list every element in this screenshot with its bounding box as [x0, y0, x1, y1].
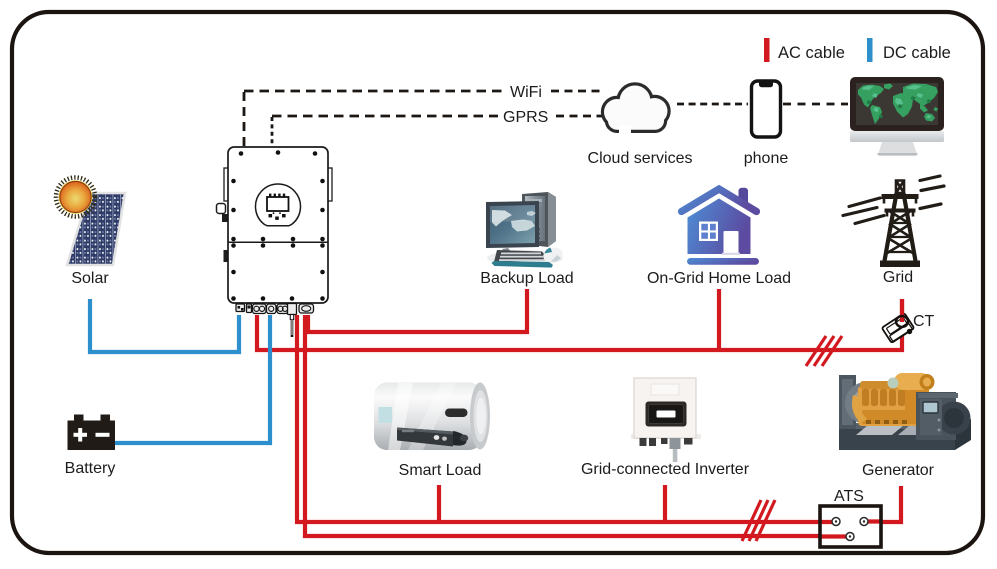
svg-text:phone: phone — [744, 150, 789, 167]
svg-text:WiFi: WiFi — [510, 84, 542, 101]
svg-text:Battery: Battery — [65, 460, 116, 477]
svg-text:Grid-connected Inverter: Grid-connected Inverter — [581, 461, 750, 478]
svg-text:On-Grid Home Load: On-Grid Home Load — [647, 270, 791, 287]
svg-text:DC cable: DC cable — [883, 44, 951, 62]
svg-text:AC cable: AC cable — [778, 44, 845, 62]
svg-text:Cloud services: Cloud services — [588, 150, 693, 167]
svg-text:CT: CT — [913, 313, 935, 330]
svg-text:Generator: Generator — [862, 462, 935, 479]
svg-text:Smart Load: Smart Load — [399, 462, 482, 479]
svg-text:ATS: ATS — [834, 488, 864, 505]
svg-text:Solar: Solar — [71, 270, 109, 287]
svg-text:GPRS: GPRS — [503, 109, 548, 126]
svg-text:Backup Load: Backup Load — [480, 270, 573, 287]
svg-text:Grid: Grid — [883, 269, 913, 286]
